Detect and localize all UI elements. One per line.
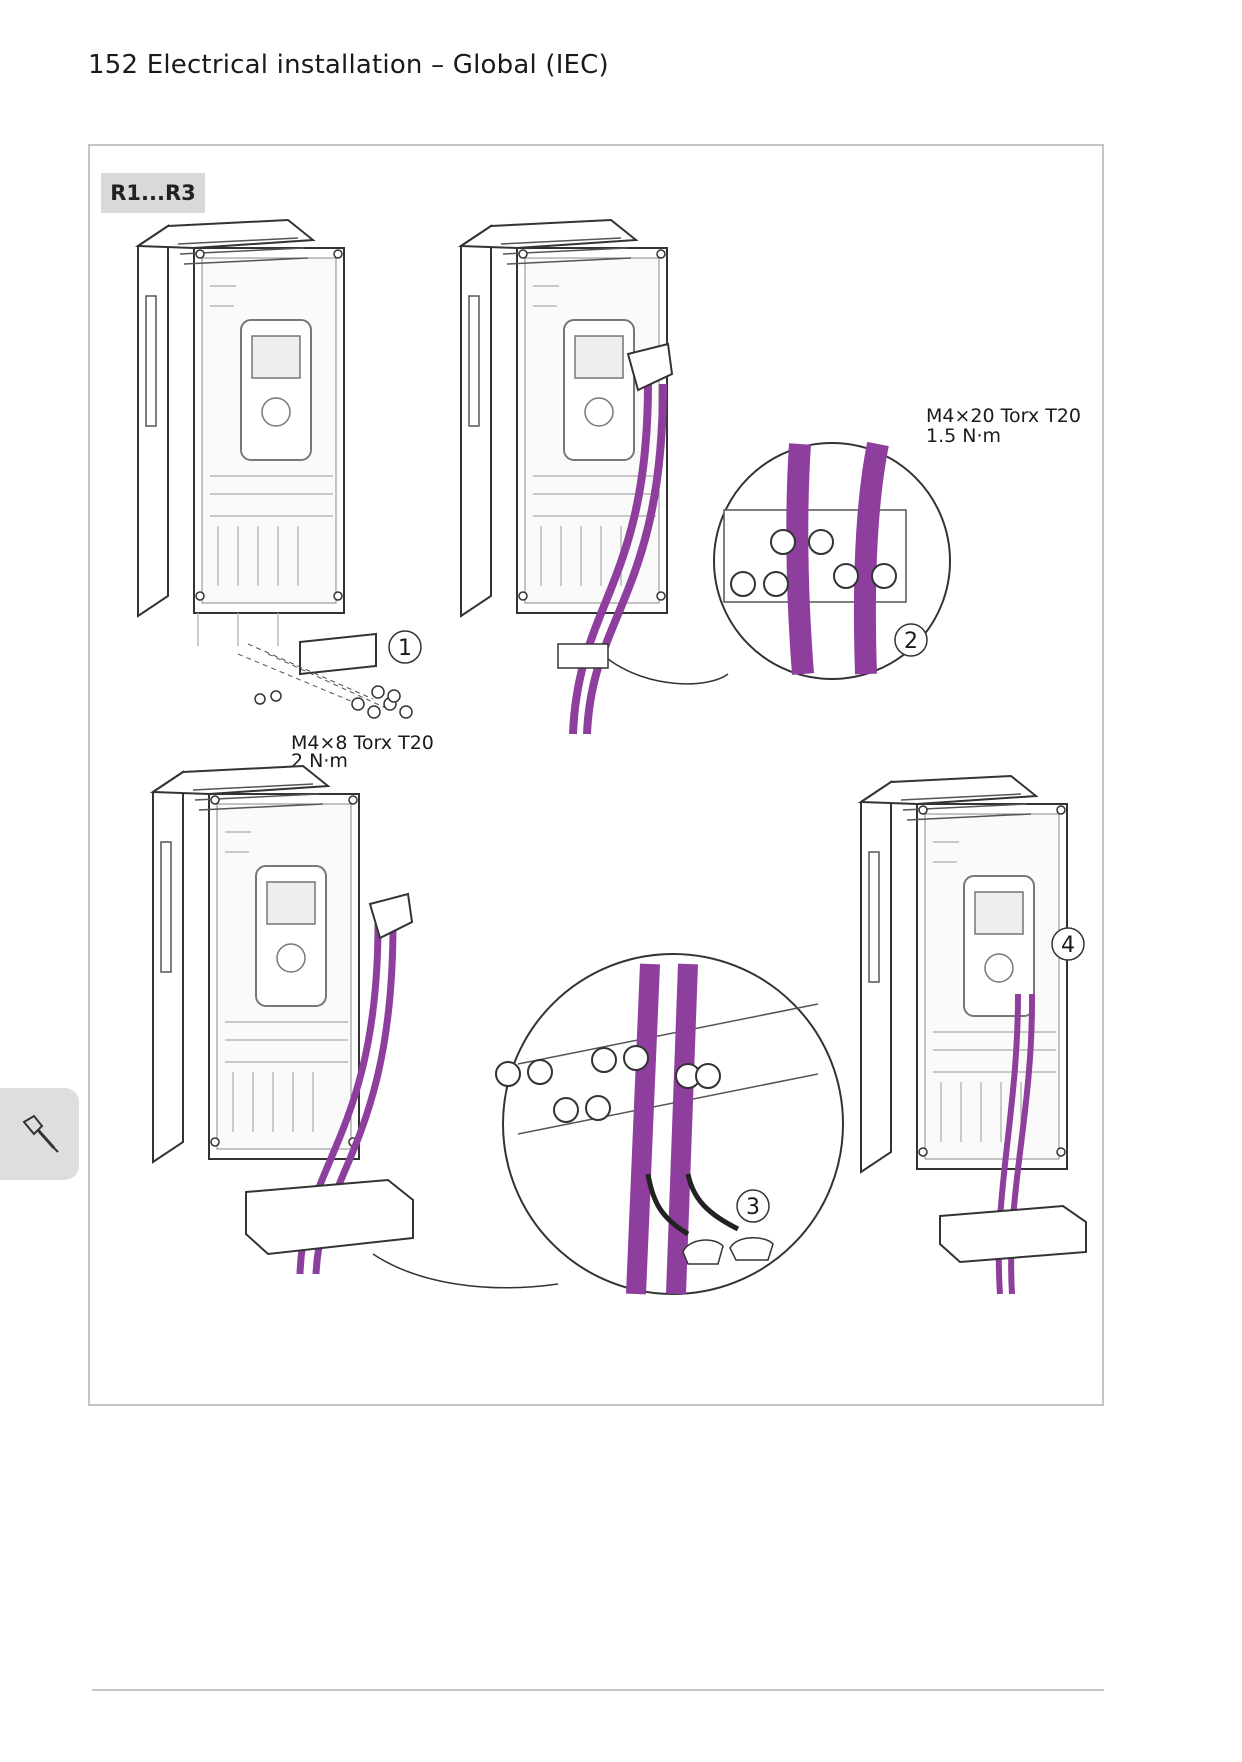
drive-step3 [152, 765, 360, 1163]
frame-size-label: R1...R3 [101, 173, 205, 213]
footer-rule [92, 1689, 1104, 1691]
svg-text:1: 1 [398, 636, 412, 661]
svg-text:3: 3 [746, 1195, 760, 1220]
zoom-detail-step3 [372, 953, 844, 1295]
page-header: 152 Electrical installation – Global (IE… [88, 50, 609, 80]
screwdriver-icon [22, 1114, 59, 1153]
zoom-detail-step2 [607, 441, 951, 685]
step2-spec-line1: M4×20 Torx T20 [926, 405, 1081, 427]
drive-step1 [137, 219, 345, 646]
step1-spec-line1: M4×8 Torx T20 [291, 732, 434, 754]
section-side-tab [0, 1088, 79, 1180]
callout-1: 1 [388, 630, 422, 664]
grounding-plate-step1 [237, 632, 413, 719]
control-cables-step2 [557, 342, 674, 735]
control-cables-step4 [939, 993, 1087, 1295]
svg-text:4: 4 [1061, 933, 1075, 958]
callout-4: 4 [1051, 927, 1085, 961]
svg-text:2: 2 [904, 629, 918, 654]
figure-frame [88, 144, 1104, 1406]
step2-spec-line2: 1.5 N·m [926, 425, 1001, 447]
installation-illustration: 1 M4×8 Torx T20 2 N·m 2 M4×20 Torx T20 1… [137, 219, 1087, 1295]
drive-step4 [860, 775, 1068, 1173]
callout-2: 2 [894, 623, 928, 657]
callout-3: 3 [736, 1189, 770, 1223]
control-cables-step3 [245, 892, 414, 1275]
